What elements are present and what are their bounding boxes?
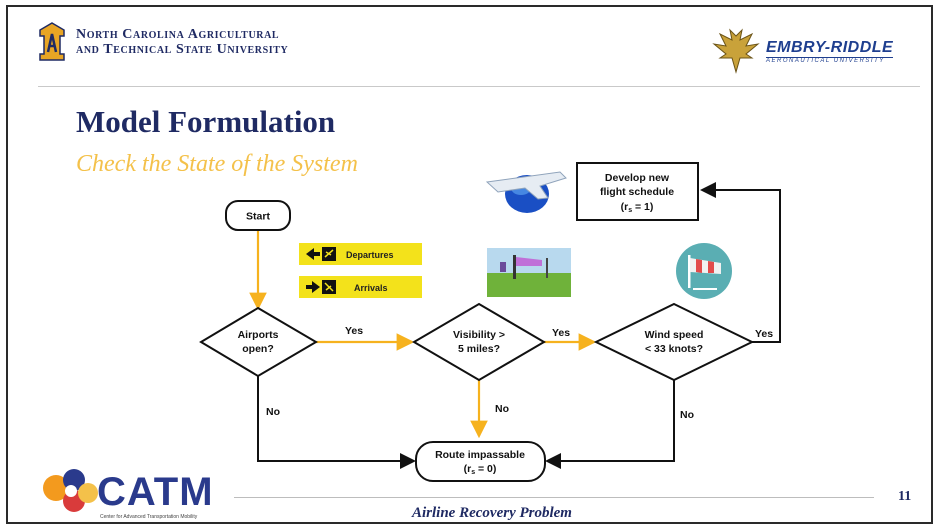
arrivals-label: Arrivals — [354, 283, 388, 293]
label-no-visibility: No — [495, 403, 509, 415]
decision-visibility — [412, 302, 546, 382]
university-name-line1: North Carolina Agricultural — [76, 27, 280, 42]
start-terminal — [225, 200, 291, 231]
terminal-route-impassable — [415, 441, 546, 482]
footer-divider — [234, 497, 874, 498]
university-name-line2: and Technical State University — [76, 42, 289, 57]
route-line2: (rs = 0) — [464, 463, 497, 476]
departures-sign-icon: Departures — [299, 243, 422, 265]
start-label: Start — [246, 211, 270, 223]
label-no-wind: No — [680, 409, 694, 421]
label-yes-visibility: Yes — [552, 327, 570, 339]
erau-subtitle: AERONAUTICAL UNIVERSITY — [766, 56, 894, 64]
decision-wind-line1: Wind speed — [645, 329, 704, 341]
ncat-aggie-logo-icon — [39, 22, 65, 61]
header-divider — [38, 86, 920, 87]
decision-airports-line2: open? — [242, 343, 274, 355]
develop-line2: flight schedule — [600, 186, 674, 198]
ncat-header: North Carolina Agricultural and Technica… — [38, 22, 288, 62]
label-yes-airports: Yes — [345, 325, 363, 337]
erau-header: EMBRY-RIDDLE AERONAUTICAL UNIVERSITY — [712, 28, 894, 74]
footer-title: Airline Recovery Problem — [412, 505, 572, 521]
arrivals-sign-icon: Arrivals — [299, 276, 422, 298]
label-yes-wind: Yes — [755, 328, 773, 340]
windsock-icon — [676, 243, 732, 299]
route-line1: Route impassable — [435, 449, 525, 461]
slide-frame — [6, 5, 933, 524]
catm-logo-icon — [43, 469, 98, 512]
page-number: 11 — [898, 489, 912, 504]
decision-wind-line2: < 33 knots? — [645, 343, 703, 355]
slide-subtitle: Check the State of the System — [76, 151, 358, 177]
decision-wind-speed — [593, 302, 755, 382]
label-no-airports: No — [266, 406, 280, 418]
develop-line3: (rs = 1) — [621, 201, 654, 214]
decision-visibility-line1: Visibility > — [453, 329, 505, 341]
catm-name: CATM — [97, 470, 214, 514]
erau-name: EMBRY-RIDDLE — [766, 38, 894, 56]
process-develop-schedule — [576, 162, 699, 221]
develop-line1: Develop new — [605, 172, 670, 184]
erau-eagle-logo-icon — [712, 28, 760, 74]
slide-title: Model Formulation — [76, 104, 336, 139]
decision-visibility-line2: 5 miles? — [458, 343, 500, 355]
connector-wind-yes — [700, 182, 781, 343]
airfield-windsock-icon — [487, 248, 571, 297]
departures-label: Departures — [346, 250, 394, 260]
connector-airports-no — [257, 372, 416, 469]
decision-airports-open — [199, 306, 318, 378]
airplane-globe-icon — [485, 171, 567, 213]
catm-tagline: Center for Advanced Transportation Mobil… — [100, 514, 198, 520]
decision-airports-line1: Airports — [238, 329, 279, 341]
connector-wind-no — [545, 380, 675, 469]
